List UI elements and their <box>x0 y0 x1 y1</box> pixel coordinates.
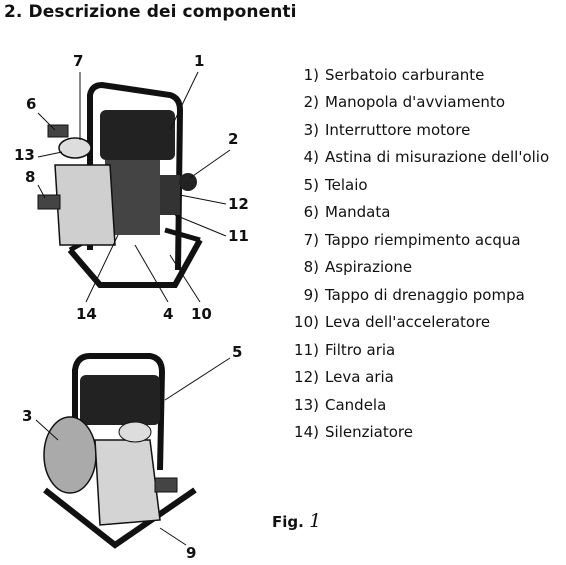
list-item: 7)Tappo riempimento acqua <box>303 230 521 249</box>
callout-11: 11 <box>228 227 249 245</box>
figure-prefix: Fig. <box>272 513 304 531</box>
callout-4: 4 <box>163 305 174 323</box>
callout-7: 7 <box>73 52 84 70</box>
section-heading: 2. Descrizione dei componenti <box>4 2 297 22</box>
callout-3: 3 <box>22 407 33 425</box>
list-item: 12)Leva aria <box>294 368 394 387</box>
figure-label: Fig. 1 <box>272 510 321 532</box>
callout-1: 1 <box>194 52 205 70</box>
list-item: 6)Mandata <box>303 203 391 222</box>
component-list: 1)Serbatoio carburante 2)Manopola d'avvi… <box>288 61 549 446</box>
list-item: 3)Interruttore motore <box>303 120 471 139</box>
list-item: 1)Serbatoio carburante <box>303 65 485 84</box>
list-item: 11)Filtro aria <box>294 340 396 359</box>
list-item: 8)Aspirazione <box>303 258 413 277</box>
list-item: 9)Tappo di drenaggio pompa <box>303 285 525 304</box>
list-item: 5)Telaio <box>303 175 368 194</box>
list-item: 13)Candela <box>294 395 387 414</box>
list-item: 10)Leva dell'acceleratore <box>294 313 491 332</box>
list-item: 14)Silenziatore <box>294 423 413 442</box>
callout-6: 6 <box>26 95 37 113</box>
callout-14: 14 <box>76 305 97 323</box>
callout-12: 12 <box>228 195 249 213</box>
callout-10: 10 <box>191 305 212 323</box>
callout-5: 5 <box>232 343 243 361</box>
callout-13: 13 <box>14 146 35 164</box>
figure-number: 1 <box>309 510 322 532</box>
list-item: 2)Manopola d'avviamento <box>303 93 505 112</box>
callout-2: 2 <box>228 130 239 148</box>
callout-9: 9 <box>186 544 197 562</box>
list-item: 4)Astina di misurazione dell'olio <box>303 148 550 167</box>
callout-8: 8 <box>25 168 36 186</box>
